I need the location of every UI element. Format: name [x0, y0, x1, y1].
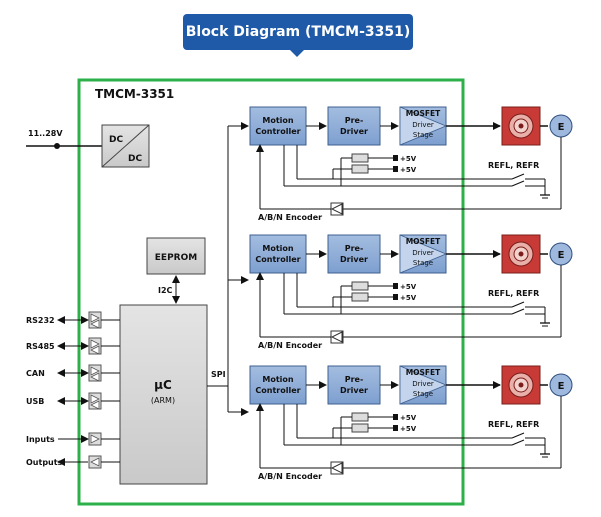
svg-text:E: E: [558, 250, 565, 261]
interface-inputs: Inputs: [26, 432, 120, 446]
stepper-motor-icon: [501, 234, 541, 274]
svg-text:Motion: Motion: [262, 375, 294, 384]
svg-text:Motion: Motion: [262, 116, 294, 125]
svg-text:Controller: Controller: [255, 386, 300, 395]
supply-voltage: 11..28V: [28, 129, 63, 138]
svg-text:MOSFET: MOSFET: [406, 237, 441, 246]
svg-text:DC: DC: [128, 154, 142, 164]
encoder-label: A/B/N Encoder: [258, 213, 322, 222]
svg-text:MOSFET: MOSFET: [406, 368, 441, 377]
svg-text:Motion: Motion: [262, 244, 294, 253]
module-name: TMCM-3351: [95, 87, 174, 101]
channel-1: MotionControllerPre-DriverMOSFETDriverSt…: [249, 106, 573, 222]
interface-outputs: Outputs: [26, 455, 120, 469]
svg-text:Pre-: Pre-: [345, 244, 364, 253]
encoder-label: A/B/N Encoder: [258, 472, 322, 481]
pre-driver-block: Pre- Driver: [327, 106, 381, 146]
supply-label: +5V: [400, 425, 417, 433]
stepper-motor-icon: [501, 365, 541, 405]
supply-label: +5V: [400, 283, 417, 291]
supply-label: +5V: [400, 414, 417, 422]
spi-label: SPI: [211, 370, 226, 379]
svg-text:E: E: [558, 122, 565, 133]
svg-text:EEPROM: EEPROM: [155, 253, 197, 263]
interface-label: Inputs: [26, 435, 55, 444]
dc-dc-converter: DC DC: [101, 124, 150, 168]
encoder-label: A/B/N Encoder: [258, 341, 322, 350]
supply-label: +5V: [400, 155, 417, 163]
interface-label: CAN: [26, 369, 45, 378]
reference-switch-label: REFL, REFR: [488, 289, 539, 298]
svg-text:Controller: Controller: [255, 127, 300, 136]
svg-text:Pre-: Pre-: [345, 375, 364, 384]
supply-node: [54, 143, 60, 149]
stepper-motor-icon: [501, 106, 541, 146]
svg-text:Driver: Driver: [412, 121, 434, 129]
svg-text:Stage: Stage: [413, 390, 433, 398]
svg-text:Driver: Driver: [412, 380, 434, 388]
pre-driver-block: Pre- Driver: [327, 234, 381, 274]
reference-switch-label: REFL, REFR: [488, 161, 539, 170]
reference-switch-label: REFL, REFR: [488, 420, 539, 429]
interface-can: CAN: [26, 364, 120, 382]
interface-rs232: RS232: [26, 311, 120, 329]
svg-text:DC: DC: [109, 135, 123, 145]
svg-text:(ARM): (ARM): [151, 396, 175, 405]
interface-label: RS485: [26, 342, 55, 351]
svg-text:E: E: [558, 381, 565, 392]
encoder-icon: E: [549, 114, 573, 138]
svg-text:Stage: Stage: [413, 131, 433, 139]
svg-text:Pre-: Pre-: [345, 116, 364, 125]
svg-text:Stage: Stage: [413, 259, 433, 267]
interface-usb: USB: [26, 392, 120, 410]
svg-text:Driver: Driver: [340, 386, 368, 395]
interface-label: RS232: [26, 316, 55, 325]
svg-text:µC: µC: [154, 378, 172, 392]
channel-3: MotionControllerPre-DriverMOSFETDriverSt…: [249, 365, 573, 481]
svg-text:Driver: Driver: [340, 127, 368, 136]
channel-2: MotionControllerPre-DriverMOSFETDriverSt…: [249, 234, 573, 350]
interface-label: USB: [26, 397, 44, 406]
encoder-icon: E: [549, 242, 573, 266]
module-outline: [77, 78, 465, 506]
supply-label: +5V: [400, 294, 417, 302]
motor-channels: MotionControllerPre-DriverMOSFETDriverSt…: [249, 106, 573, 481]
svg-text:Driver: Driver: [340, 255, 368, 264]
title-pointer: [289, 49, 305, 57]
diagram-title: Block Diagram (TMCM-3351): [183, 14, 413, 50]
interface-rs485: RS485: [26, 337, 120, 355]
encoder-icon: E: [549, 373, 573, 397]
pre-driver-block: Pre- Driver: [327, 365, 381, 405]
svg-text:MOSFET: MOSFET: [406, 109, 441, 118]
svg-text:Controller: Controller: [255, 255, 300, 264]
microcontroller-block: µC (ARM): [119, 304, 208, 485]
interface-label: Outputs: [26, 458, 63, 467]
i2c-label: I2C: [158, 286, 173, 295]
svg-text:Driver: Driver: [412, 249, 434, 257]
eeprom-block: EEPROM: [146, 237, 206, 275]
supply-label: +5V: [400, 166, 417, 174]
